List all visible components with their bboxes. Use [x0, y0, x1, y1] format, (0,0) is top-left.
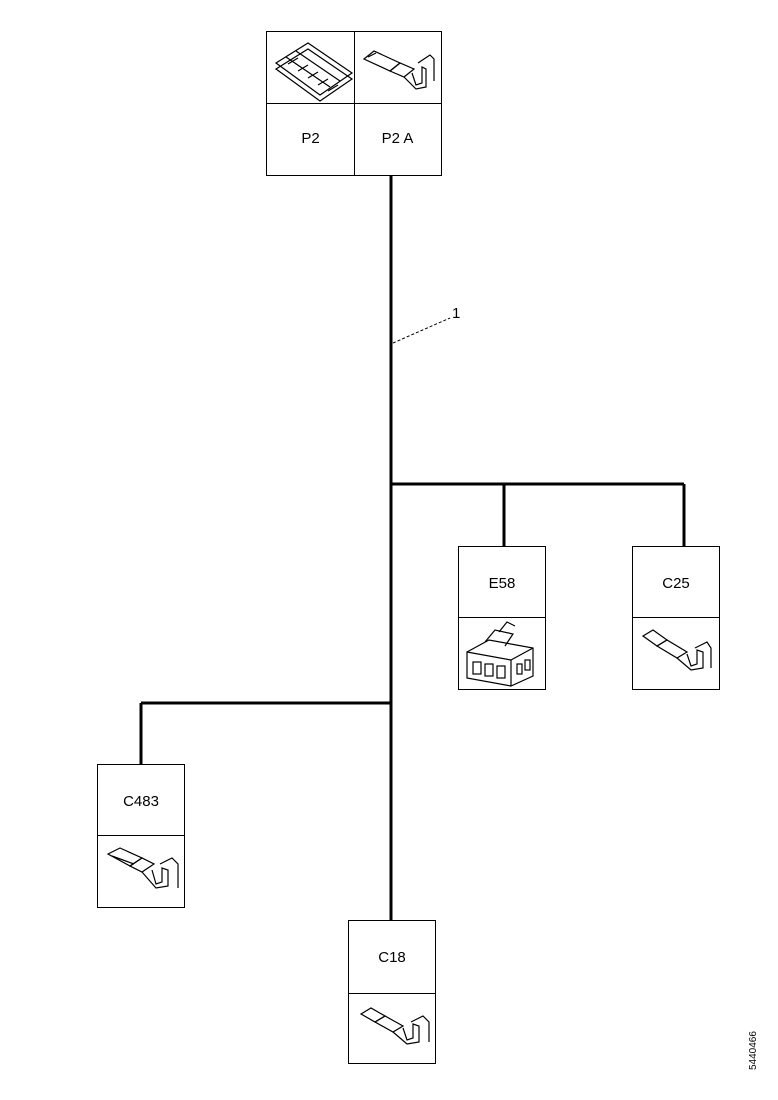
callout-leader	[392, 317, 451, 344]
connector-label-p2: P2	[301, 130, 320, 147]
connector-c25: C25	[632, 546, 720, 690]
terminal-pin-icon	[106, 847, 179, 889]
connector-e58: E58	[458, 546, 546, 690]
connector-block-icon	[466, 621, 534, 687]
connector-p2-group: P2 P2 A	[266, 31, 442, 176]
connector-label-c483: C483	[123, 793, 159, 810]
terminal-pin-icon	[362, 50, 435, 90]
callout-label-1: 1	[452, 305, 461, 322]
connector-label-e58: E58	[488, 575, 516, 592]
connector-housing-icon	[274, 42, 354, 102]
connector-c483: C483	[97, 764, 185, 908]
figure-id: 5440466	[748, 1031, 759, 1070]
connector-label-p2a: P2 A	[381, 130, 414, 147]
connector-c18: C18	[348, 920, 436, 1064]
terminal-pin-icon	[641, 629, 712, 671]
connector-label-c18: C18	[378, 949, 406, 966]
connector-label-c25: C25	[662, 575, 690, 592]
terminal-pin-icon	[359, 1007, 430, 1045]
